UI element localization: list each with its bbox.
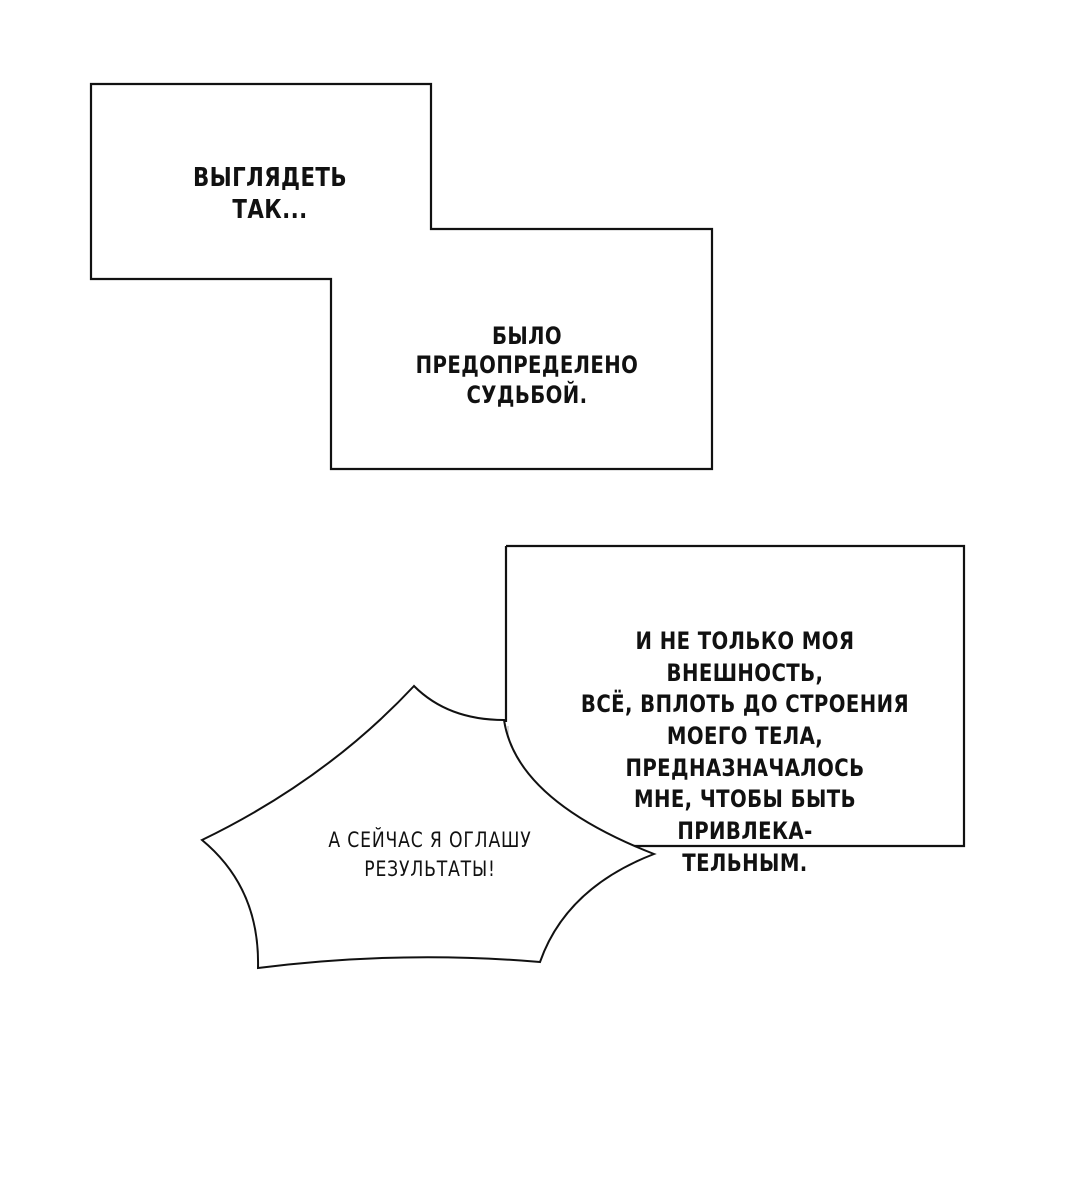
spiky-speech-bubble (200, 684, 657, 970)
narration-box-right (506, 544, 966, 848)
speech-bubble-text: А сейчас я оглашу результаты! (328, 828, 532, 882)
narration-text-2: было предопределено судьбой. (415, 322, 639, 409)
narration-text-3: И не только моя внешность, всё, вплоть д… (580, 627, 910, 877)
narration-text-1: выглядеть так... (192, 163, 348, 225)
stepped-narration-box (89, 82, 714, 471)
